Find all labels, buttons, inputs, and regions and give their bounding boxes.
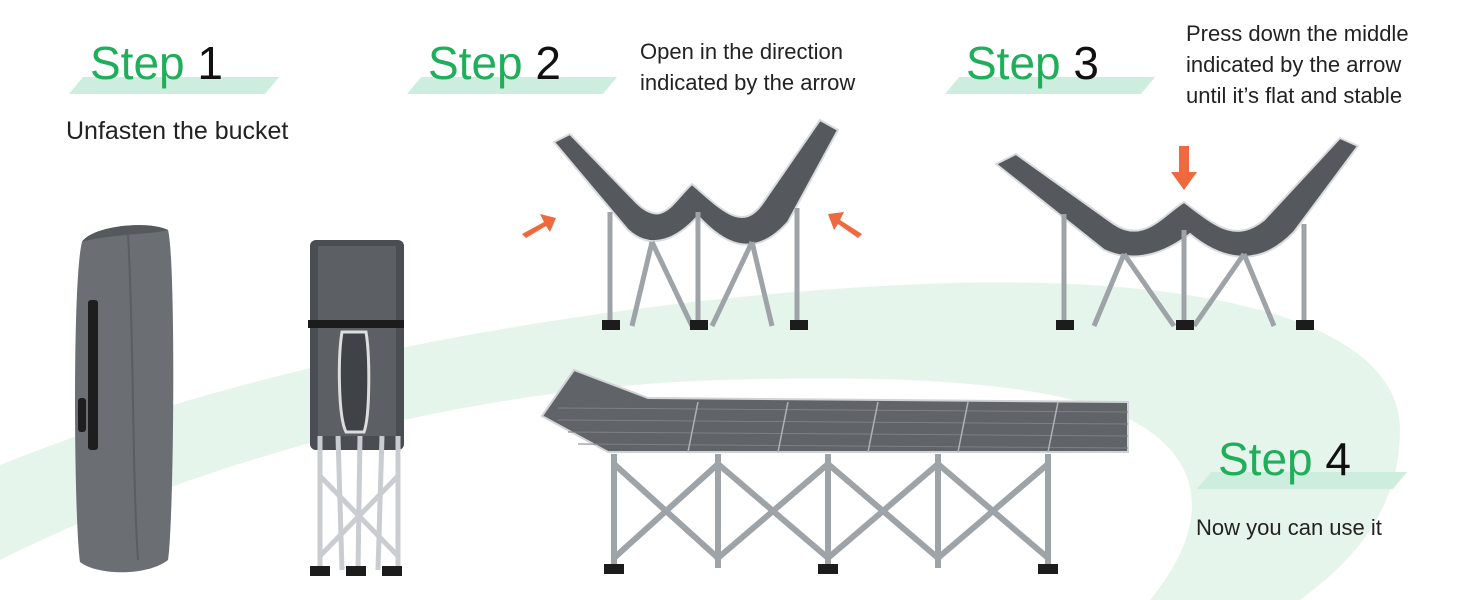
step-3-caption-line-1: Press down the middle	[1186, 21, 1409, 46]
half-open-cot-step3-illustration	[994, 136, 1360, 330]
step-3-caption-line-3: until it’s flat and stable	[1186, 83, 1403, 108]
step-3-heading: Step 3	[936, 36, 1166, 106]
carry-bag-illustration	[75, 225, 174, 573]
step-2-heading: Step 2	[398, 36, 628, 106]
step-1-word: Step	[90, 37, 185, 89]
step-4-word: Step	[1218, 433, 1313, 485]
arrow-icon	[828, 212, 862, 238]
step-2-caption-line-2: indicated by the arrow	[640, 70, 856, 95]
step-4-title: Step 4	[1218, 436, 1351, 482]
arrow-down-icon	[1171, 146, 1197, 190]
step-2-caption: Open in the direction indicated by the a…	[640, 36, 855, 98]
step-1-heading: Step 1	[60, 36, 290, 106]
step-1-number: 1	[197, 37, 224, 89]
step-3-title: Step 3	[966, 40, 1099, 86]
step-4-number: 4	[1325, 433, 1352, 485]
half-open-cot-step2-illustration	[552, 118, 840, 330]
arrow-icon	[522, 214, 556, 238]
step-3-caption: Press down the middle indicated by the a…	[1186, 18, 1409, 111]
step-3-caption-line-2: indicated by the arrow	[1186, 52, 1402, 77]
step-2-number: 2	[535, 37, 562, 89]
step-2-caption-line-1: Open in the direction	[640, 39, 844, 64]
step-3-word: Step	[966, 37, 1061, 89]
step-3-number: 3	[1073, 37, 1100, 89]
step-4-heading: Step 4	[1188, 432, 1418, 502]
step-4-caption: Now you can use it	[1196, 515, 1382, 540]
step-2-title: Step 2	[428, 40, 561, 86]
step-1-title: Step 1	[90, 40, 223, 86]
open-cot-illustration	[540, 368, 1129, 574]
step-1-caption: Unfasten the bucket	[66, 117, 289, 145]
step-2-word: Step	[428, 37, 523, 89]
folded-cot-illustration	[308, 240, 404, 576]
